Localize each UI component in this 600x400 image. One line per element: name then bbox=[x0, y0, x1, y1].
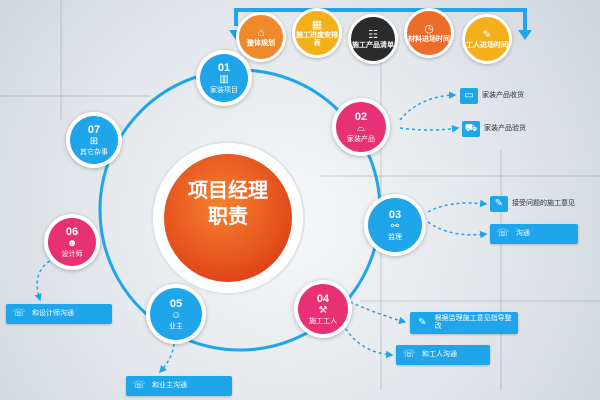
step-caption: 施工进度安排表 bbox=[296, 31, 338, 47]
outcome-talk-workers[interactable]: ☏ 和工人沟通 bbox=[396, 345, 490, 365]
center-title-line2: 职责 bbox=[208, 206, 248, 228]
outcome-talk-owner[interactable]: ☏ 和业主沟通 bbox=[126, 376, 232, 396]
center-title: 项目经理 职责 bbox=[168, 178, 288, 230]
briefcase-icon: ⊞ bbox=[89, 135, 99, 147]
outcome-receive-products[interactable]: ▭ 家装产品收货 bbox=[460, 86, 530, 106]
node-06-designer[interactable]: 06 ☻ 设计师 bbox=[44, 214, 100, 270]
edit-icon: ✎ bbox=[418, 317, 427, 328]
step-product-list[interactable]: ☷ 施工产品清单 bbox=[348, 14, 398, 64]
outcome-text: 沟通 bbox=[516, 230, 530, 237]
dashed-arrow bbox=[399, 91, 457, 121]
worker-icon: ✎ bbox=[482, 28, 492, 41]
step-material-time[interactable]: ◷ 材料进场时间 bbox=[404, 8, 454, 58]
outcome-text: 接受问题的施工意见 bbox=[512, 200, 575, 207]
node-label: 业主 bbox=[169, 322, 183, 330]
node-01-home-project[interactable]: 01 ▥ 家装项目 bbox=[196, 50, 252, 106]
node-03-supervisor[interactable]: 03 ⚯ 监理 bbox=[364, 194, 426, 256]
truck-icon: ▭ bbox=[460, 88, 478, 104]
outcome-talk-designer[interactable]: ☏ 和设计师沟通 bbox=[6, 304, 112, 324]
phone-icon: ☏ bbox=[496, 228, 510, 239]
node-label: 设计师 bbox=[61, 250, 83, 258]
background-line bbox=[320, 175, 600, 177]
step-caption: 工人进场时间 bbox=[466, 41, 508, 49]
step-overall-plan[interactable]: ⌂ 整体规划 bbox=[236, 12, 286, 62]
node-07-misc-tasks[interactable]: 07 ⊞ 其它杂事 bbox=[66, 112, 122, 168]
node-number: 01 bbox=[217, 61, 231, 74]
dashed-arrow bbox=[399, 125, 460, 133]
phone-icon: ☏ bbox=[132, 380, 146, 391]
bracket-arrow-right bbox=[518, 30, 532, 40]
step-caption: 材料进场时间 bbox=[408, 35, 450, 43]
bracket-line bbox=[234, 8, 527, 30]
sofa-icon: ⌓ bbox=[357, 122, 365, 134]
handshake-icon: ⚯ bbox=[390, 220, 400, 232]
phone-icon: ☏ bbox=[12, 308, 26, 319]
dashed-arrow bbox=[427, 199, 488, 213]
node-number: 06 bbox=[65, 225, 79, 238]
house-plan-icon: ⌂ bbox=[257, 26, 265, 39]
node-number: 03 bbox=[388, 208, 402, 221]
outcome-text: 根据监理施工意见指导整改 bbox=[434, 315, 512, 330]
step-schedule[interactable]: ▦ 施工进度安排表 bbox=[292, 8, 342, 58]
outcome-text: 家装产品收货 bbox=[482, 92, 524, 99]
outcome-text: 家装产品验货 bbox=[484, 125, 526, 132]
step-worker-time[interactable]: ✎ 工人进场时间 bbox=[462, 14, 512, 64]
outcome-text: 和业主沟通 bbox=[152, 382, 187, 389]
node-label: 家装产品 bbox=[347, 135, 375, 143]
node-04-construction-workers[interactable]: 04 ⚒ 施工工人 bbox=[294, 280, 352, 338]
outcome-communicate[interactable]: ☏ 沟通 bbox=[490, 224, 578, 244]
background-line bbox=[0, 95, 150, 97]
center-title-line1: 项目经理 bbox=[188, 180, 268, 202]
node-label: 施工工人 bbox=[309, 317, 337, 325]
node-label: 监理 bbox=[388, 233, 402, 241]
node-05-owner[interactable]: 05 ☺ 业主 bbox=[146, 284, 206, 344]
step-caption: 施工产品清单 bbox=[352, 41, 394, 49]
calendar-icon: ▦ bbox=[311, 18, 323, 31]
node-number: 04 bbox=[316, 292, 330, 305]
forklift-icon: ⛟ bbox=[462, 121, 480, 137]
edit-icon: ✎ bbox=[490, 196, 508, 212]
dashed-arrow bbox=[427, 221, 488, 239]
background-line bbox=[360, 300, 600, 302]
building-icon: ▥ bbox=[219, 73, 229, 85]
node-02-home-products[interactable]: 02 ⌓ 家装产品 bbox=[332, 98, 390, 156]
users-icon: ☺ bbox=[170, 309, 182, 321]
checklist-icon: ☷ bbox=[368, 28, 378, 41]
phone-icon: ☏ bbox=[402, 349, 416, 360]
designer-icon: ☻ bbox=[66, 237, 78, 249]
outcome-accept-opinions[interactable]: ✎ 接受问题的施工意见 bbox=[490, 192, 592, 216]
dashed-arrow bbox=[34, 257, 56, 302]
outcome-text: 和工人沟通 bbox=[422, 351, 457, 358]
center-circle bbox=[151, 141, 305, 295]
node-label: 其它杂事 bbox=[80, 148, 108, 156]
worker-icon: ⚒ bbox=[318, 304, 328, 316]
node-number: 02 bbox=[354, 110, 368, 123]
background-line bbox=[60, 0, 62, 120]
node-label: 家装项目 bbox=[210, 86, 238, 94]
outcome-inspect-products[interactable]: ⛟ 家装产品验货 bbox=[462, 119, 532, 139]
clock-icon: ◷ bbox=[424, 22, 434, 35]
node-number: 05 bbox=[169, 297, 183, 310]
node-number: 07 bbox=[87, 123, 101, 136]
dashed-arrow bbox=[349, 301, 407, 324]
outcome-text: 和设计师沟通 bbox=[32, 310, 74, 317]
background-line bbox=[500, 150, 502, 390]
step-caption: 整体规划 bbox=[247, 39, 275, 47]
outcome-guide-rectification[interactable]: ✎ 根据监理施工意见指导整改 bbox=[410, 312, 518, 334]
